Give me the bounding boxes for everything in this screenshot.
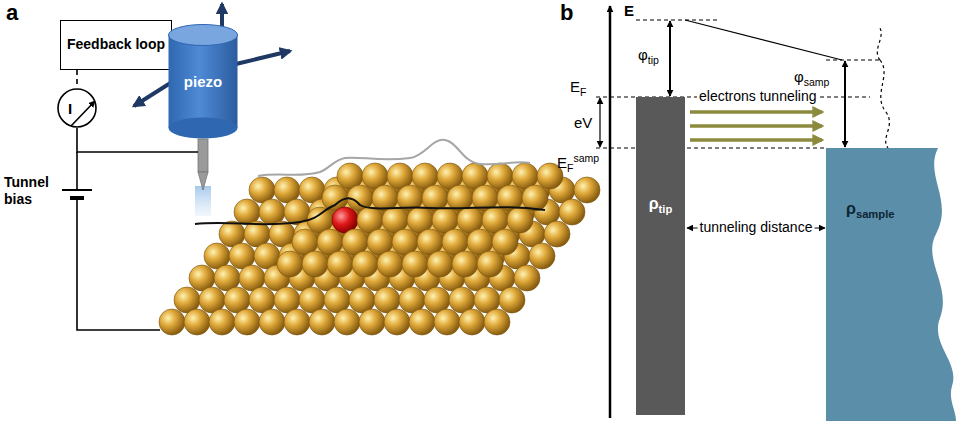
gold-atom <box>477 251 503 277</box>
gold-atom <box>302 251 328 277</box>
node-label: I <box>68 100 72 117</box>
bias-energy-label: eV <box>574 114 592 132</box>
panel-letter: b <box>560 0 573 26</box>
sample-outline <box>826 148 956 421</box>
cylinder-body <box>169 35 238 128</box>
bias-arrow <box>599 98 600 147</box>
gold-atom <box>209 309 235 335</box>
tunneling-arrow <box>690 138 822 142</box>
feedback-box: Feedback loop <box>60 20 172 70</box>
node-label: Feedback loop <box>67 36 165 54</box>
gold-atom <box>284 309 310 335</box>
work-function-arrow <box>669 21 671 96</box>
ammeter-shape <box>57 88 97 128</box>
fermi-label: EF <box>570 78 586 99</box>
bias-label: Tunnel bias <box>4 174 60 208</box>
gold-atom <box>309 309 335 335</box>
piezo-cylinder: piezo <box>168 24 238 139</box>
gold-atom <box>384 309 410 335</box>
text-part: ρ <box>846 200 856 217</box>
distance-label: tunneling distance <box>698 219 815 236</box>
gold-surface <box>159 163 600 335</box>
gold-atom <box>327 251 353 277</box>
vacuum-curve <box>877 28 889 148</box>
work-function-label: φsamp <box>794 68 829 89</box>
fermi-label: EFsamp <box>557 152 599 175</box>
gold-atom <box>277 251 303 277</box>
tunneling-arrow <box>690 110 822 114</box>
tip-shaft <box>198 139 208 172</box>
energy-axis <box>609 6 612 418</box>
battery-plate <box>62 189 92 191</box>
gold-atom <box>409 309 435 335</box>
text-part: tip <box>659 203 673 215</box>
node-label: ρsample <box>846 200 956 220</box>
gold-atom <box>499 287 525 313</box>
gold-atom <box>492 229 518 255</box>
tip-band: ρtip <box>636 97 685 415</box>
text-part: φ <box>794 68 804 85</box>
sample-shape <box>826 148 956 421</box>
work-function-arrow <box>844 61 846 147</box>
gold-atom <box>544 221 570 247</box>
text-part: sample <box>856 208 895 220</box>
vacuum-level-tip <box>636 19 720 20</box>
gold-atom <box>427 251 453 277</box>
ammeter-symbol: I <box>57 88 97 128</box>
text-part: F <box>567 162 573 174</box>
text-part: samp <box>573 152 599 164</box>
tip-apex <box>198 172 208 190</box>
motion-arrow <box>236 51 290 64</box>
cylinder-bottom <box>169 118 238 139</box>
gold-atom <box>359 309 385 335</box>
gold-atom <box>352 251 378 277</box>
cylinder-top <box>169 25 238 46</box>
height-profile <box>258 140 530 176</box>
text-part: tip <box>648 54 659 66</box>
gold-atom <box>574 177 600 203</box>
sample-fermi-level <box>596 147 826 148</box>
text-part: samp <box>804 76 830 88</box>
tunneling-arrow <box>690 124 822 128</box>
axis-label: E <box>624 2 634 20</box>
vacuum-level-sample <box>826 59 880 60</box>
ammeter-ring <box>58 89 96 127</box>
gold-atom <box>484 309 510 335</box>
panel-letter: a <box>6 0 18 26</box>
node-label: ρtip <box>649 195 673 215</box>
gold-atom <box>159 309 185 335</box>
vacuum-slope <box>685 20 842 60</box>
gold-atom <box>514 265 540 291</box>
sample-band: ρsample <box>826 148 956 421</box>
text-part: E <box>570 78 580 95</box>
text-part: ρ <box>649 195 659 212</box>
gold-atom <box>559 199 585 225</box>
wire <box>76 152 78 190</box>
gold-atom <box>259 309 285 335</box>
gold-atom <box>334 309 360 335</box>
gold-atom <box>529 243 555 269</box>
gold-atom <box>507 207 533 233</box>
process-label: electrons tunneling <box>697 88 819 105</box>
gold-atom <box>377 251 403 277</box>
gold-atom <box>434 309 460 335</box>
gold-atom <box>459 309 485 335</box>
work-function-label: φtip <box>638 46 659 67</box>
wire <box>77 198 160 330</box>
gold-atom <box>452 251 478 277</box>
text-part: E <box>557 154 567 171</box>
node-label: piezo <box>184 73 222 90</box>
feedback-line <box>76 70 78 88</box>
gold-atom <box>402 251 428 277</box>
surface-contour <box>195 198 545 224</box>
ammeter-needle <box>71 101 95 126</box>
gold-atom <box>234 309 260 335</box>
gold-atom <box>184 309 210 335</box>
text-part: φ <box>638 46 648 63</box>
text-part: F <box>580 86 586 98</box>
motion-arrow <box>134 82 172 106</box>
